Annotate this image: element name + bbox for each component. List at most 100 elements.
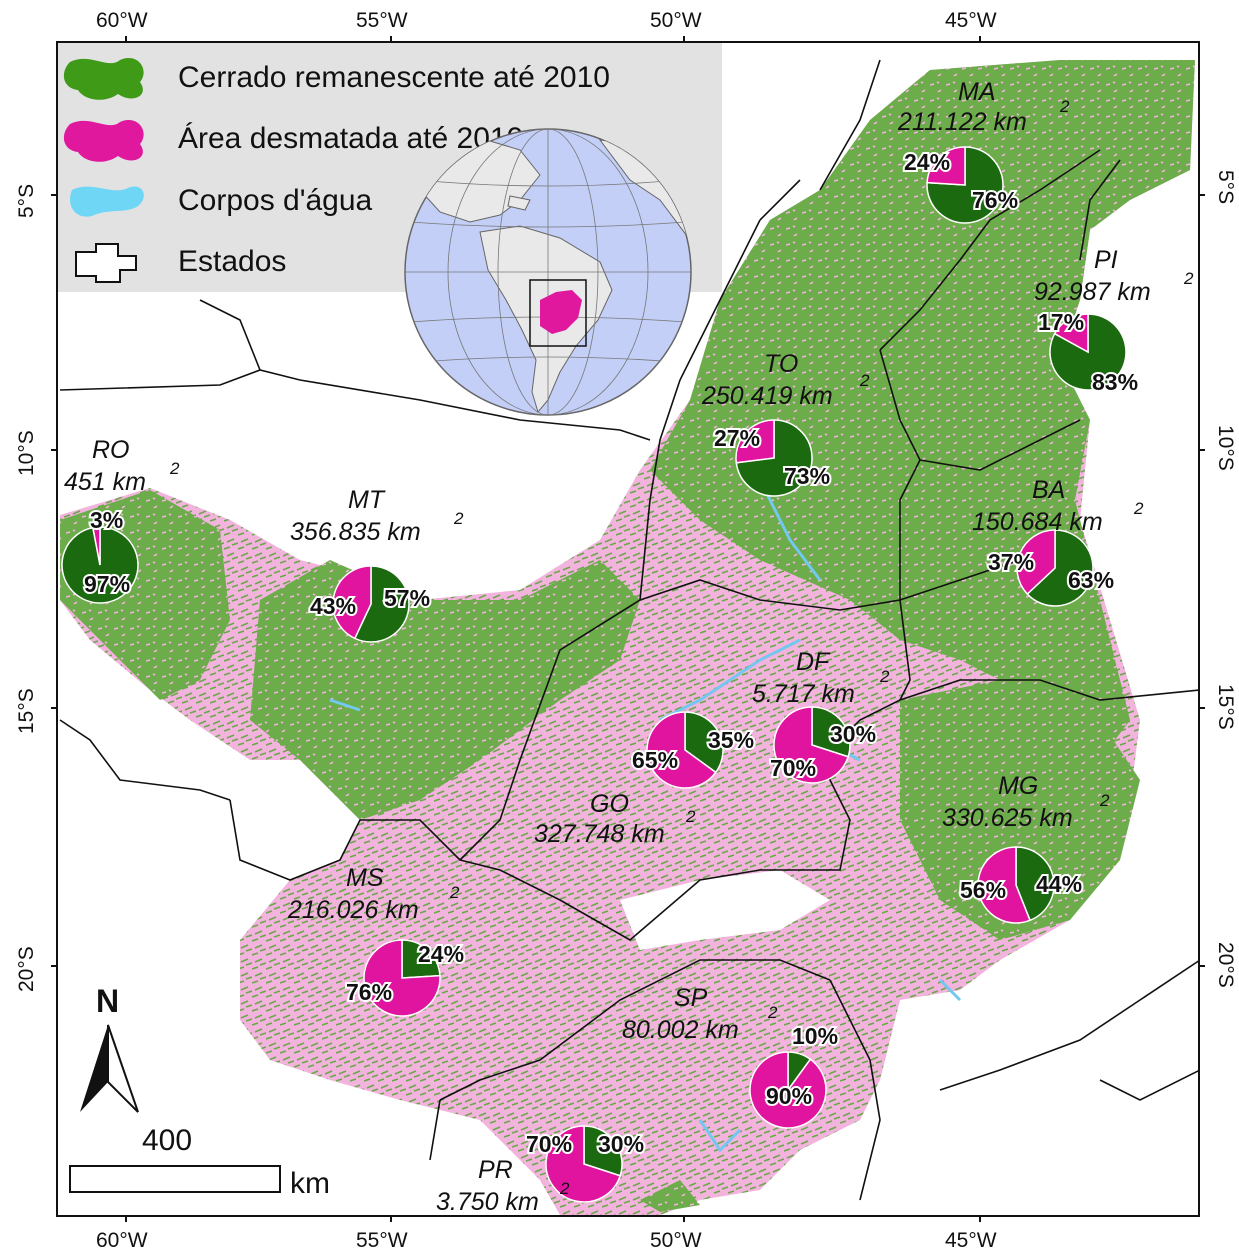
state-name: BA xyxy=(1032,476,1065,504)
state-area-exponent: 2 xyxy=(879,667,890,686)
label-deforested-pct: 76% xyxy=(346,979,392,1005)
map-frame xyxy=(56,41,1200,1217)
label-remaining-pct: 73% xyxy=(784,463,830,489)
state-name: DF xyxy=(796,648,831,676)
label-deforested-pct: 37% xyxy=(988,549,1034,575)
label-deforested-pct: 3% xyxy=(90,507,123,533)
state-area: 5.717 km xyxy=(752,680,855,708)
legend-label-water: Corpos d'água xyxy=(178,184,373,217)
tick-left-0: 5°S xyxy=(15,184,38,218)
label-deforested-pct: 70% xyxy=(526,1131,572,1157)
state-area: 80.002 km xyxy=(622,1016,739,1044)
tick-top-2: 50°W xyxy=(650,9,702,32)
scale-value: 400 xyxy=(142,1124,192,1157)
state-area-exponent: 2 xyxy=(685,807,696,826)
label-remaining-pct: 44% xyxy=(1036,871,1082,897)
axis-labels: 60°W 55°W 50°W 45°W 60°W 55°W 50°W 45°W … xyxy=(15,9,1237,1252)
state-area-exponent: 2 xyxy=(169,459,180,478)
pie-slice-remaining xyxy=(1026,529,1094,607)
state-area: 216.026 km xyxy=(287,896,419,924)
state-area: 356.835 km xyxy=(290,518,421,546)
pie-slice-remaining xyxy=(353,565,410,643)
pie-sp: SP 80.002 km 2 90% 10% xyxy=(622,984,840,1129)
tick-left-3: 20°S xyxy=(15,946,38,992)
pie-ms: MS 216.026 km 2 76% 24% xyxy=(287,864,466,1017)
pie-slice-remaining xyxy=(583,1125,623,1177)
north-arrow: N xyxy=(80,983,139,1113)
state-area: 211.122 km xyxy=(897,108,1027,136)
state-name: MS xyxy=(346,864,384,892)
tick-bottom-1: 55°W xyxy=(356,1229,408,1252)
cerrado-remaining-mg xyxy=(900,680,1140,940)
state-area-exponent: 2 xyxy=(1059,97,1070,116)
tick-right-1: 10°S xyxy=(1214,425,1237,471)
label-remaining-pct: 10% xyxy=(792,1023,838,1049)
state-name: SP xyxy=(674,984,708,1012)
state-area-exponent: 2 xyxy=(449,883,460,902)
pie-slice-remaining xyxy=(811,706,851,758)
state-area: 250.419 km xyxy=(701,382,833,410)
legend-label-deforested: Área desmatada até 2010 xyxy=(178,122,523,155)
state-name: MG xyxy=(998,772,1038,800)
state-area-exponent: 2 xyxy=(1099,791,1110,810)
scale-unit: km xyxy=(290,1167,330,1200)
label-deforested-pct: 27% xyxy=(714,425,760,451)
label-remaining-pct: 24% xyxy=(418,941,464,967)
globe-cerrado-highlight xyxy=(540,290,582,334)
label-remaining-pct: 30% xyxy=(598,1131,644,1157)
state-area-exponent: 2 xyxy=(767,1003,778,1022)
label-deforested-pct: 65% xyxy=(632,747,678,773)
state-area-exponent: 2 xyxy=(859,371,870,390)
state-area: 92.987 km xyxy=(1034,278,1151,306)
state-name: GO xyxy=(590,790,629,818)
tick-right-2: 15°S xyxy=(1214,684,1237,730)
tick-left-1: 10°S xyxy=(15,430,38,476)
tick-top-3: 45°W xyxy=(945,9,997,32)
label-deforested-pct: 90% xyxy=(766,1083,812,1109)
tick-marks xyxy=(51,36,1205,1222)
pie-slice-deforested xyxy=(92,526,101,566)
tick-bottom-3: 45°W xyxy=(945,1229,997,1252)
pie-slice-deforested xyxy=(1053,313,1089,354)
tick-right-3: 20°S xyxy=(1214,942,1237,988)
pie-slice-deforested xyxy=(773,706,850,784)
globe-inset xyxy=(404,128,692,416)
state-area-exponent: 2 xyxy=(453,509,464,528)
scale-rect xyxy=(69,1165,281,1193)
pie-slice-remaining xyxy=(684,711,724,774)
label-remaining-pct: 83% xyxy=(1092,369,1138,395)
tick-right-0: 5°S xyxy=(1214,170,1237,204)
pie-slice-deforested xyxy=(977,846,1031,924)
non-cerrado-gap xyxy=(620,870,830,950)
label-deforested-pct: 17% xyxy=(1038,309,1084,335)
label-deforested-pct: 24% xyxy=(904,149,950,175)
pie-slice-deforested xyxy=(332,565,372,640)
state-area: 327.748 km xyxy=(534,820,665,848)
pie-slice-remaining xyxy=(1015,846,1055,922)
legend-swatch-deforested xyxy=(63,120,144,162)
label-remaining-pct: 57% xyxy=(384,585,430,611)
scale-bar: 400 km xyxy=(69,1124,330,1200)
pie-slice-deforested xyxy=(1016,529,1056,596)
tick-top-0: 60°W xyxy=(96,9,148,32)
tick-top-1: 55°W xyxy=(356,9,408,32)
tick-left-2: 15°S xyxy=(15,688,38,734)
state-name: MT xyxy=(348,486,386,514)
legend-swatch-remaining xyxy=(63,58,144,100)
state-area-exponent: 2 xyxy=(1183,269,1194,288)
label-deforested-pct: 56% xyxy=(960,877,1006,903)
pie-slice-deforested xyxy=(646,711,717,789)
label-remaining-pct: 76% xyxy=(972,187,1018,213)
pie-slice-remaining xyxy=(401,939,441,979)
